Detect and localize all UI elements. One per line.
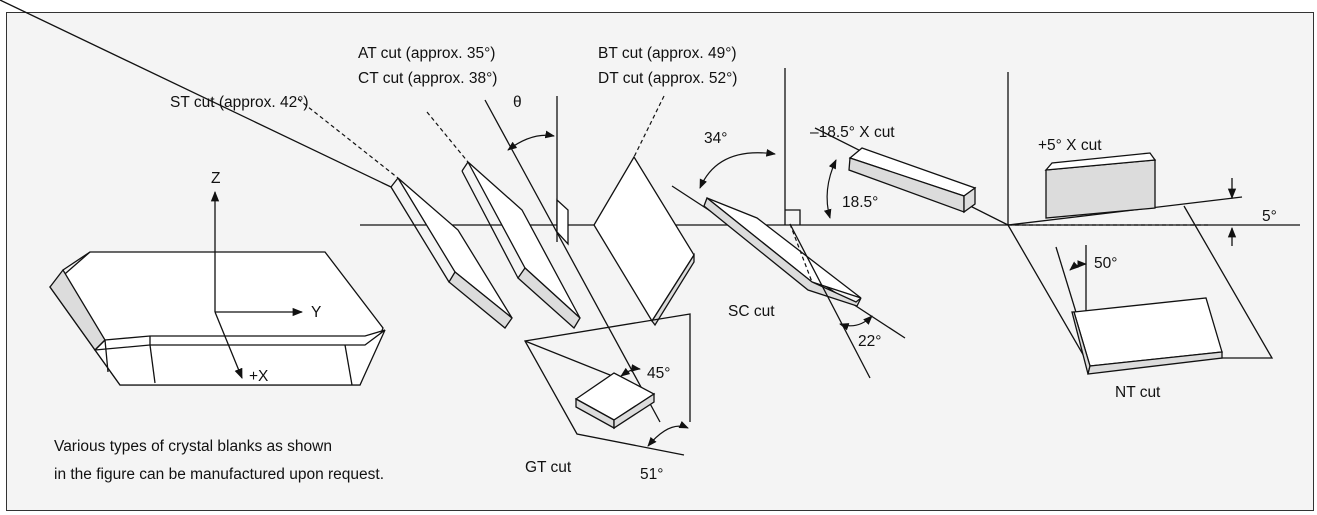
at-cut-blank bbox=[426, 111, 581, 330]
x-axis-arrow bbox=[214, 311, 243, 379]
x-cut-minus-blank bbox=[848, 147, 977, 214]
gt-angle-51-label: 51° bbox=[640, 466, 663, 483]
right-angle-marker bbox=[785, 209, 801, 225]
axis-x-label: +X bbox=[249, 368, 269, 385]
crystal-axes: Z Y +X bbox=[210, 170, 321, 385]
angle-51-arc bbox=[647, 420, 689, 447]
theta-label: θ bbox=[513, 94, 522, 111]
ct-cut-label: CT cut (approx. 38°) bbox=[358, 70, 497, 87]
bt-cut-label: BT cut (approx. 49°) bbox=[598, 45, 737, 62]
sc-cut-slant-line bbox=[789, 223, 871, 379]
angle-34-arc bbox=[699, 148, 776, 189]
nt-cut-label: NT cut bbox=[1115, 384, 1161, 401]
gt-angle-45-label: 45° bbox=[647, 365, 670, 382]
angle-18-5-label: 18.5° bbox=[842, 194, 878, 211]
angle-50-label: 50° bbox=[1094, 255, 1117, 272]
angle-18-5-arc bbox=[823, 159, 837, 219]
at-cut-label: AT cut (approx. 35°) bbox=[358, 45, 495, 62]
theta-angle-arc bbox=[507, 130, 555, 151]
gt-cut-blank bbox=[574, 372, 656, 430]
angle-34-label: 34° bbox=[704, 130, 727, 147]
gt-cut-label: GT cut bbox=[525, 459, 572, 476]
axis-y-label: Y bbox=[311, 304, 321, 321]
axis-z-label: Z bbox=[211, 170, 220, 187]
note-line-2: in the figure can be manufactured upon r… bbox=[54, 466, 384, 483]
st-cut-blank bbox=[0, 0, 513, 329]
angle-22-arc bbox=[839, 315, 873, 331]
x-cut-plus-blank bbox=[1044, 152, 1157, 219]
angle-50-arc bbox=[1069, 260, 1087, 271]
at-cut-small-plate bbox=[556, 198, 569, 246]
bt-cut-blank bbox=[593, 95, 695, 327]
st-cut-label: ST cut (approx. 42°) bbox=[170, 94, 309, 111]
nt-cut-blank bbox=[1071, 297, 1223, 375]
dt-cut-label: DT cut (approx. 52°) bbox=[598, 70, 737, 87]
quartz-crystal-bar bbox=[49, 251, 386, 386]
x-cut-plus-label: +5° X cut bbox=[1038, 137, 1102, 154]
note-line-1: Various types of crystal blanks as shown bbox=[54, 438, 332, 455]
x-cut-minus-label: –18.5° X cut bbox=[810, 124, 895, 141]
angle-45-arc bbox=[620, 364, 641, 377]
angle-22-label: 22° bbox=[858, 333, 881, 350]
sc-cut-label: SC cut bbox=[728, 303, 775, 320]
angle-5-label: 5° bbox=[1262, 208, 1277, 225]
sc-cut-blank bbox=[703, 196, 862, 307]
